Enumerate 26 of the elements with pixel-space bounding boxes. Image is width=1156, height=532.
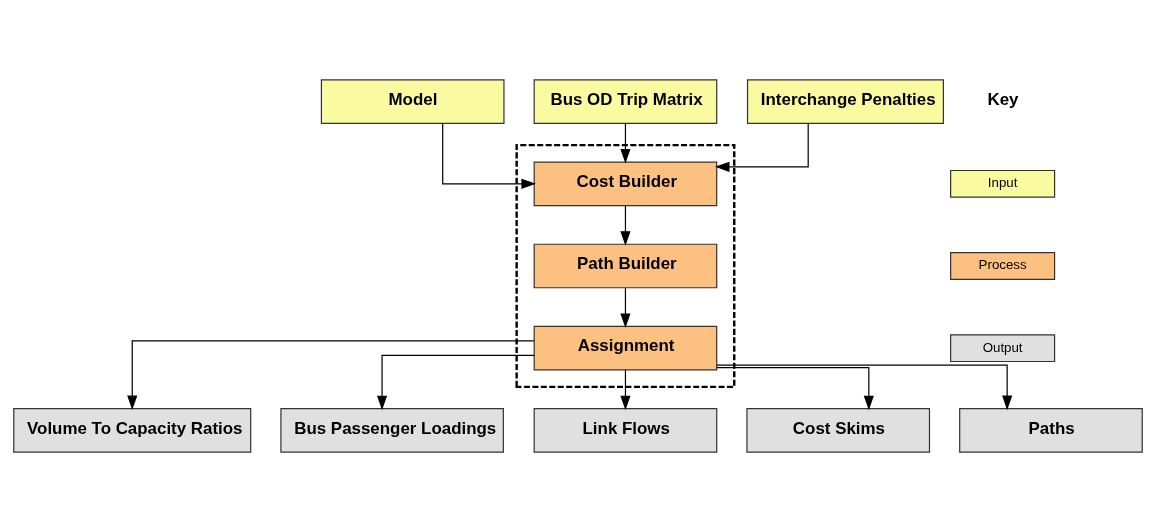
node-box: Assignment [533,325,718,371]
node-box: Bus Passenger Loadings [280,408,504,453]
arrow [620,205,631,246]
arrow [620,369,631,411]
arrow [716,364,1013,411]
arrow [127,340,535,411]
node-box: Interchange Penalties [746,79,944,124]
cluster [515,143,736,389]
arrow [716,366,874,411]
legend-label: Output [982,339,1023,355]
node-box: Model [320,79,505,124]
legend-label: Process [978,257,1027,273]
arrow [714,123,809,172]
arrow [377,354,535,411]
arrow [620,287,631,328]
node-box: Link Flows [533,408,718,453]
arrow [620,123,631,164]
legend-label: Input [987,175,1018,191]
node-box: Path Builder [533,243,718,289]
node-box: Cost Skims [746,408,931,453]
node-box: Cost Builder [533,161,718,207]
node-box: Paths [959,408,1143,453]
node-box: Volume To Capacity Ratios [13,408,252,453]
node-box: Bus OD Trip Matrix [533,79,718,124]
arrow [442,123,536,189]
label: Key [987,89,1019,109]
